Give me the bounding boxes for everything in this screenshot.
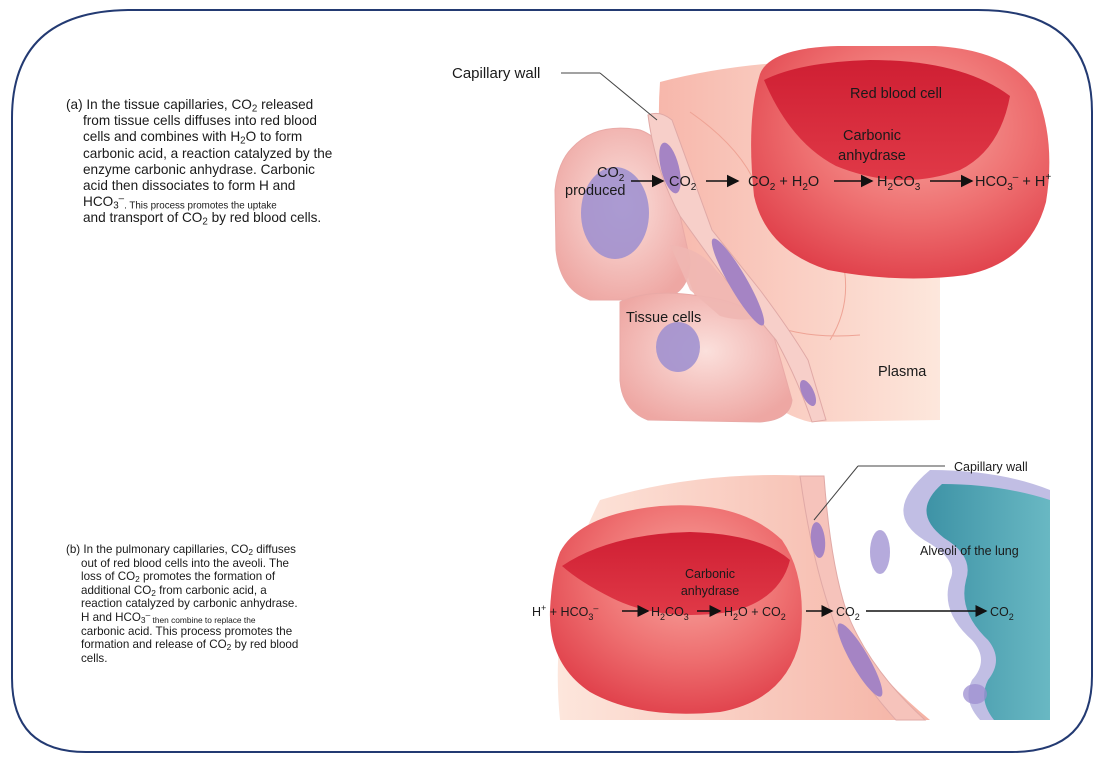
alveoli	[870, 470, 1050, 720]
label-capillary-wall-b: Capillary wall	[954, 460, 1028, 474]
label-alveoli: Alveoli of the lung	[920, 544, 1019, 558]
label-carbonic-b: Carbonic	[685, 567, 735, 581]
label-anhydrase-b: anhydrase	[681, 584, 739, 598]
